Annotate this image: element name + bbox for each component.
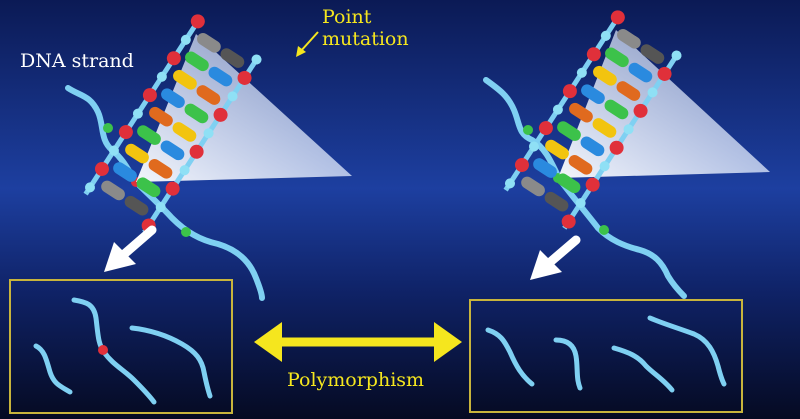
normal-marker — [599, 225, 609, 235]
normal-marker — [181, 227, 191, 237]
box-mutated-population — [9, 279, 233, 414]
fragment — [647, 315, 727, 387]
fragment — [485, 327, 535, 387]
dna-strand-label: DNA strand — [20, 50, 134, 72]
dna-helix-closeup-left — [83, 14, 262, 234]
box-normal-population — [469, 299, 743, 413]
point-mutation-label: Point mutation — [322, 6, 409, 50]
normal-marker — [523, 125, 533, 135]
point-mutation-line2: mutation — [322, 28, 409, 50]
fragment — [611, 345, 675, 393]
white-arrow-icon — [530, 235, 581, 280]
fragment — [33, 343, 73, 395]
white-arrow-icon — [104, 225, 157, 272]
zoom-cone-left — [136, 34, 352, 182]
polymorphism-label: Polymorphism — [287, 369, 425, 391]
normal-marker — [103, 123, 113, 133]
point-mutation-pointer — [296, 31, 319, 57]
double-headed-arrow-icon — [254, 322, 462, 362]
fragment — [129, 325, 213, 399]
zoom-cone-right — [558, 30, 770, 178]
dna-strand-left — [65, 85, 265, 301]
point-mutation-line1: Point — [322, 6, 372, 28]
fragment — [553, 337, 583, 391]
mutation-marker — [98, 345, 108, 355]
dna-helix-closeup-right — [503, 10, 682, 230]
